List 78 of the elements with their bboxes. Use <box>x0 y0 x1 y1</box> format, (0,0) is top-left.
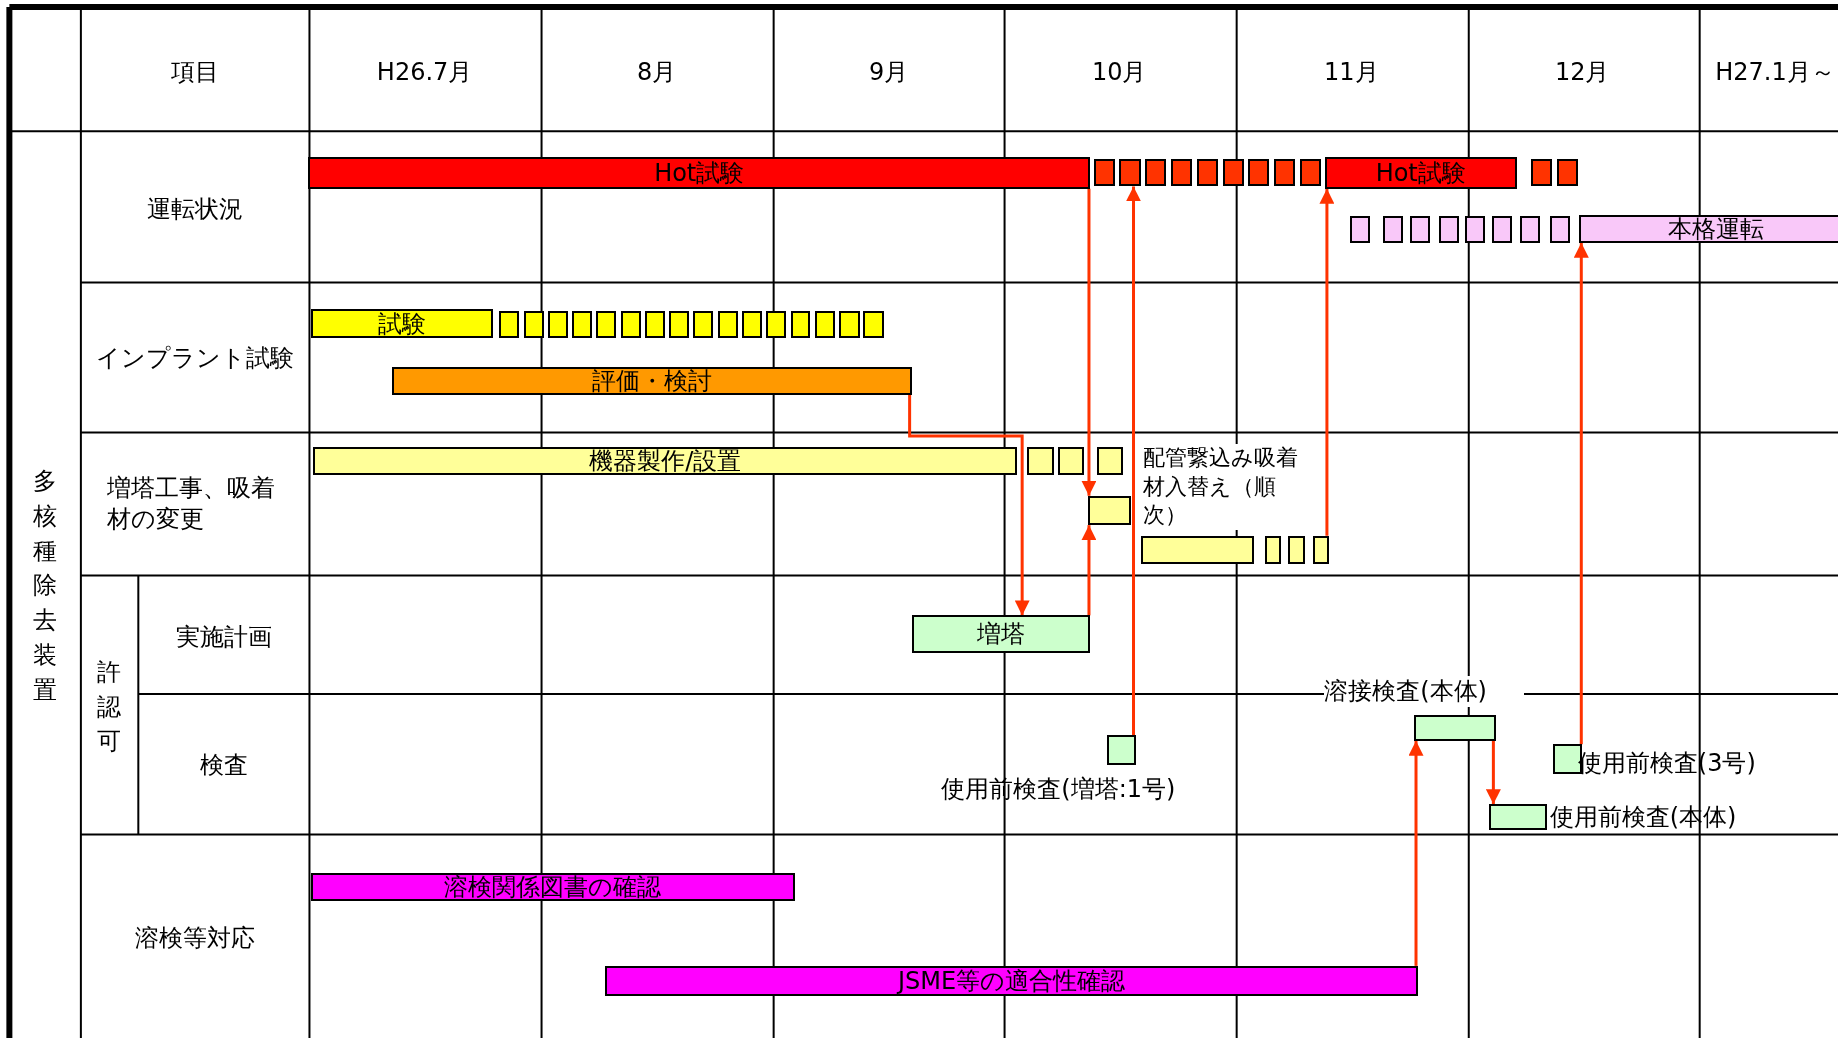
task-square <box>669 310 690 338</box>
task-square <box>790 310 811 338</box>
task-square <box>814 310 835 338</box>
task-square <box>1106 734 1136 766</box>
task-square <box>1492 215 1513 243</box>
column-header: 10月 <box>1091 57 1147 89</box>
task-square <box>1087 495 1132 526</box>
task-square <box>1556 159 1578 187</box>
column-header: 項目 <box>170 57 219 89</box>
task-bar: 溶検関係図書の確認 <box>310 873 795 902</box>
row-header: 許認可 <box>96 656 122 758</box>
task-square <box>1350 215 1371 243</box>
task-square <box>742 310 762 338</box>
task-square <box>1097 446 1123 475</box>
column-header: H26.7月 <box>376 57 473 89</box>
row-header: 多核種除去装置 <box>32 466 58 706</box>
arrow <box>1081 525 1097 616</box>
task-square <box>596 310 617 338</box>
task-square <box>1196 159 1218 187</box>
task-square <box>1264 535 1282 564</box>
task-square <box>717 310 738 338</box>
task-square <box>1274 159 1296 187</box>
task-square <box>499 310 520 338</box>
row-header: 増塔工事、吸着材の変更 <box>106 473 276 536</box>
task-bar: Hot試験 <box>308 157 1091 189</box>
task-square <box>1488 804 1548 830</box>
task-square <box>1288 535 1305 564</box>
task-square <box>1312 535 1330 564</box>
task-square <box>863 310 885 338</box>
task-square <box>1465 215 1486 243</box>
row-header: 実施計画 <box>175 622 272 654</box>
arrow <box>908 395 1030 616</box>
task-bar: 本格運転 <box>1578 214 1838 243</box>
column-header: 11月 <box>1324 57 1379 89</box>
task-square <box>1549 215 1570 243</box>
task-square <box>1299 159 1322 187</box>
task-square <box>1439 215 1460 243</box>
row-header: 溶検等対応 <box>134 923 255 955</box>
arrow <box>1319 188 1335 536</box>
task-square <box>766 310 787 338</box>
row-header: 運転状況 <box>146 194 243 226</box>
task-square <box>547 310 568 338</box>
task-square <box>1410 215 1431 243</box>
task-bar: 増塔 <box>911 615 1091 653</box>
arrow <box>1126 186 1141 735</box>
task-square <box>1222 159 1244 187</box>
column-header: 8月 <box>636 57 677 89</box>
task-square <box>523 310 544 338</box>
task-bar: JSME等の適合性確認 <box>604 965 1419 997</box>
task-square <box>839 310 861 338</box>
arrow <box>1408 740 1424 966</box>
task-bar: Hot試験 <box>1324 157 1517 189</box>
task-square <box>1058 446 1085 475</box>
task-square <box>644 310 665 338</box>
task-square <box>1119 159 1141 187</box>
task-square <box>620 310 641 338</box>
arrow <box>1485 740 1501 805</box>
task-bar: 評価・検討 <box>391 366 912 395</box>
task-square <box>1171 159 1193 187</box>
task-bar: 試験 <box>310 309 494 338</box>
task-square <box>693 310 714 338</box>
task-square <box>1026 446 1054 475</box>
row-header: インプラント試験 <box>95 343 294 375</box>
task-square <box>1383 215 1404 243</box>
task-bar: 機器製作/設置 <box>312 446 1018 475</box>
row-header: 検査 <box>199 749 248 781</box>
arrow <box>1081 188 1097 496</box>
column-header: 12月 <box>1554 57 1610 89</box>
column-header: H27.1月～ <box>1715 57 1835 89</box>
arrow <box>1573 242 1589 745</box>
task-label: 溶接検査(本体) <box>1324 676 1524 708</box>
task-square <box>1530 159 1552 187</box>
task-square <box>1093 159 1115 187</box>
task-square <box>572 310 593 338</box>
task-square <box>1248 159 1270 187</box>
task-square <box>1520 215 1541 243</box>
task-square <box>1145 159 1167 187</box>
column-header: 9月 <box>869 57 909 89</box>
